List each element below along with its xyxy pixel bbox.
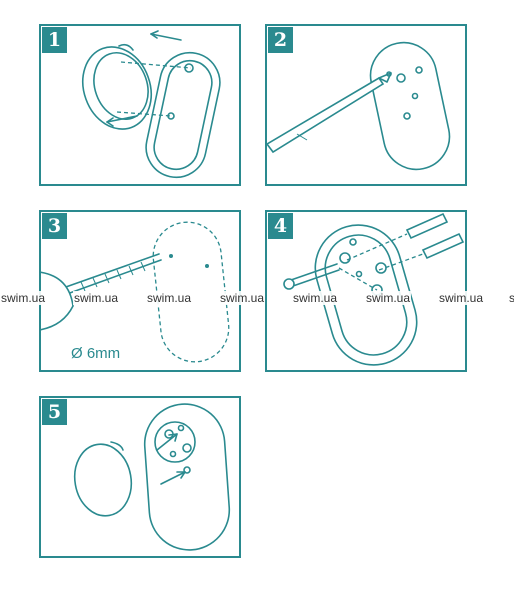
step-1-panel: 1 bbox=[39, 24, 241, 186]
step-2-badge: 2 bbox=[268, 27, 293, 53]
step-5-illustration bbox=[73, 403, 231, 551]
watermark: swim.ua bbox=[508, 291, 514, 305]
step-4-badge: 4 bbox=[268, 213, 293, 239]
step-4-panel: 4 bbox=[265, 210, 467, 372]
step-3-panel: 3 Ø 6mm bbox=[39, 210, 241, 372]
step-3-badge: 3 bbox=[42, 213, 67, 239]
drill-diameter-label: Ø 6mm bbox=[71, 345, 121, 362]
step-5-badge: 5 bbox=[42, 399, 67, 425]
step-2-illustration bbox=[267, 41, 451, 171]
step-5-panel: 5 bbox=[39, 396, 241, 558]
step-4-illustration bbox=[283, 212, 465, 366]
step-1-badge: 1 bbox=[42, 27, 67, 53]
step-1-illustration bbox=[82, 30, 221, 179]
step-2-panel: 2 bbox=[265, 24, 467, 186]
